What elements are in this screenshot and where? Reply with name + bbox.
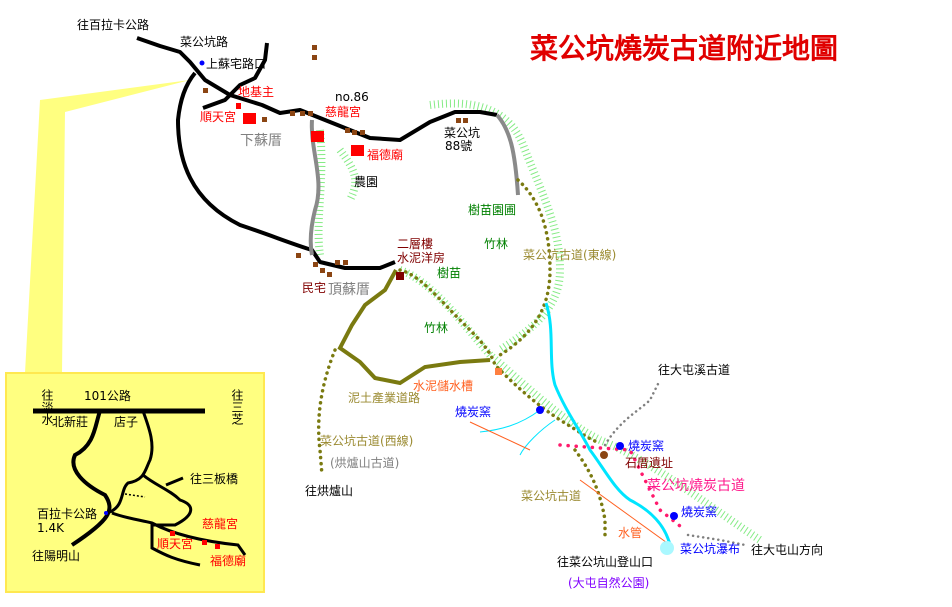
label-charcoal-trail: 菜公坑燒炭古道	[647, 478, 745, 494]
label-house-2: 水泥洋房	[397, 250, 445, 265]
label-waterfall: 菜公坑瀑布	[680, 541, 740, 556]
stone-house-icon	[600, 451, 608, 459]
shuntian-temple-icon	[243, 113, 256, 124]
label-to-honglu: 往烘爐山	[305, 483, 353, 498]
label-seedling: 樹苗	[437, 266, 461, 280]
kiln-icon	[536, 406, 544, 414]
label-stone-house: 石厝遺址	[625, 455, 673, 470]
label-ancient-trail: 菜公坑古道	[521, 488, 581, 503]
water-tank-icon	[495, 368, 502, 375]
vegetation	[314, 99, 763, 544]
water-pipe	[579, 479, 671, 546]
inset-dianzi: 店子	[114, 415, 138, 429]
junction-dot	[199, 60, 205, 66]
label-to-datun-creek: 往大屯溪古道	[658, 362, 730, 377]
inset-map: 往淡水 101公路 往三芝 北新莊 店子 往三板橋 百拉卡公路 1.4K 慈龍宮…	[5, 372, 265, 593]
roads	[136, 36, 520, 270]
dirt-road	[337, 269, 491, 386]
label-bamboo: 竹林	[484, 237, 508, 251]
label-kiln-3: 燒炭窯	[681, 504, 717, 519]
label-bamboo-2: 竹林	[424, 321, 448, 335]
label-nursery: 樹苗園圃	[468, 203, 516, 217]
inset-callout	[25, 80, 190, 373]
inset-bailaka-km: 1.4K	[37, 521, 65, 535]
label-west-trail-alt: (烘爐山古道)	[330, 455, 399, 470]
cilong-temple-icon	[311, 131, 324, 142]
label-junction: 上蘇宅路口	[206, 56, 266, 71]
label-shuntian: 順天宮	[200, 109, 236, 124]
label-fude: 福德廟	[367, 147, 403, 162]
map-labels: 往百拉卡公路 菜公坑路 上蘇宅路口 地基主 順天宮 下蘇厝 no.86 慈龍宮 …	[77, 17, 823, 590]
inset-to-yangmingshan: 往陽明山	[32, 548, 80, 563]
label-kiln: 燒炭窯	[455, 404, 491, 419]
label-road: 菜公坑路	[180, 34, 228, 49]
river	[479, 302, 672, 546]
inset-beixinzhuang: 北新莊	[52, 414, 88, 429]
label-water-pipe: 水管	[618, 525, 642, 540]
label-dirt-road: 泥土產業道路	[348, 390, 420, 405]
map-title: 菜公坑燒炭古道附近地圖	[530, 32, 838, 65]
buildings	[203, 45, 468, 277]
label-house: 二層樓	[397, 236, 433, 251]
label-dijizhu: 地基主	[238, 85, 274, 99]
label-datun-park: (大屯自然公園)	[568, 575, 649, 590]
label-kiln-2: 燒炭窯	[628, 438, 664, 453]
concrete-house-icon	[396, 272, 404, 280]
label-to-bailaka: 往百拉卡公路	[77, 17, 149, 32]
label-to-trailhead: 往菜公坑山登山口	[557, 554, 653, 569]
trails	[316, 178, 747, 547]
kiln-icon	[670, 512, 678, 520]
inset-cilong: 慈龍宮	[202, 516, 238, 531]
inset-fude: 福德廟	[210, 553, 246, 568]
water-pipe	[469, 421, 531, 451]
label-farm: 農園	[354, 175, 378, 189]
dijizhu-icon	[236, 103, 241, 109]
label-ckk88: 菜公坑	[444, 125, 480, 140]
inset-bailaka: 百拉卡公路	[37, 506, 97, 521]
label-east-trail: 菜公坑古道(東線)	[523, 247, 616, 262]
label-dingsucuo: 頂蘇厝	[328, 282, 370, 298]
waterfall-icon	[660, 541, 674, 555]
kiln-icon	[616, 442, 624, 450]
label-cilong: 慈龍宮	[325, 104, 361, 119]
label-no86: no.86	[335, 90, 369, 104]
inset-to-sanbanqiao: 往三板橋	[190, 471, 238, 486]
label-xiasucuo: 下蘇厝	[240, 133, 282, 149]
label-water-tank: 水泥儲水槽	[413, 379, 473, 393]
fude-temple-icon	[351, 145, 364, 156]
label-ckk88-no: 88號	[445, 139, 472, 153]
inset-shuntian: 順天宮	[157, 536, 193, 551]
label-to-datun-mtn: 往大屯山方向	[751, 542, 823, 557]
inset-hwy101: 101公路	[84, 388, 131, 403]
label-west-trail: 菜公坑古道(西線)	[320, 433, 413, 448]
label-residence: 民宅	[302, 280, 326, 295]
